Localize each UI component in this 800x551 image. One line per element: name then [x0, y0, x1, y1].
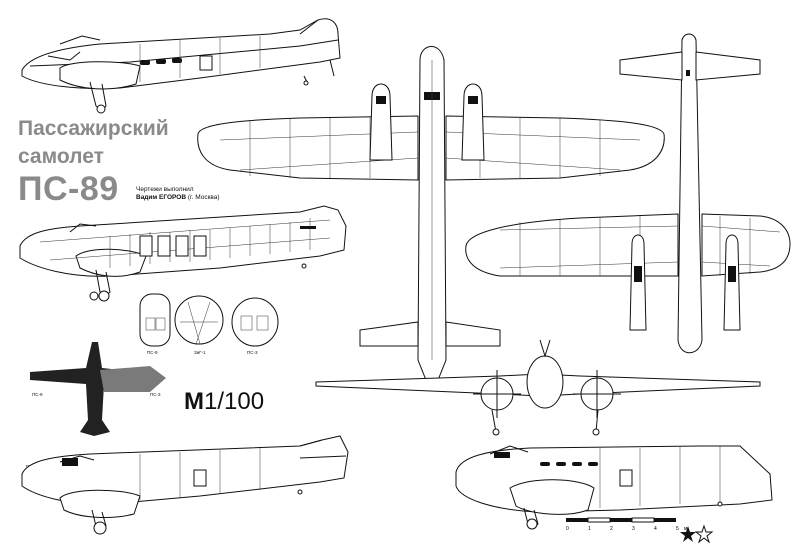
scale-value: 1/100: [204, 388, 265, 415]
scale-tick-0: 0: [566, 526, 569, 532]
author-credit: Чертежи выполнил Вадим ЕГОРОВ (г. Москва…: [136, 186, 220, 203]
cross-sections: [139, 293, 279, 347]
side-view-bottom-right: [455, 445, 773, 530]
section-label-zig1: ЗиГ-1: [194, 350, 206, 355]
title-line-1: Пассажирский: [18, 117, 169, 140]
scale-tick-3: 3: [632, 526, 635, 532]
credit-city: (г. Москва): [187, 194, 220, 202]
scale-tick-5: 5: [676, 526, 679, 532]
scale-prefix: М: [184, 388, 204, 415]
silhouette-comparison: [30, 342, 166, 436]
plan-view-top: [197, 46, 665, 381]
front-view: [315, 339, 761, 436]
scale-bar: [566, 517, 676, 523]
drawing-title: Пассажирский самолет ПС-89: [18, 117, 169, 209]
side-view-bottom-left: [21, 435, 349, 535]
side-view-top: [21, 18, 341, 114]
silhouette-label-left: ПС-9: [32, 392, 43, 397]
scale-tick-1: 1: [588, 526, 591, 532]
scale-label: М1/100: [184, 388, 264, 416]
credit-line-1: Чертежи выполнил: [136, 186, 194, 193]
plan-view-bottom: [465, 33, 791, 354]
star-outline-icon: [694, 524, 714, 544]
cutaway-view: [19, 205, 347, 302]
title-line-3: ПС-89: [18, 170, 119, 209]
section-label-ps9: ПС-9: [147, 350, 158, 355]
credit-author: Вадим ЕГОРОВ: [136, 194, 187, 202]
star-icon: [680, 526, 696, 542]
scale-unit: м: [684, 526, 688, 532]
section-label-ps3: ПС-3: [247, 350, 258, 355]
title-line-2: самолет: [18, 145, 104, 169]
scale-tick-4: 4: [654, 526, 657, 532]
scale-tick-2: 2: [610, 526, 613, 532]
silhouette-label-right: ПС-3: [150, 392, 161, 397]
